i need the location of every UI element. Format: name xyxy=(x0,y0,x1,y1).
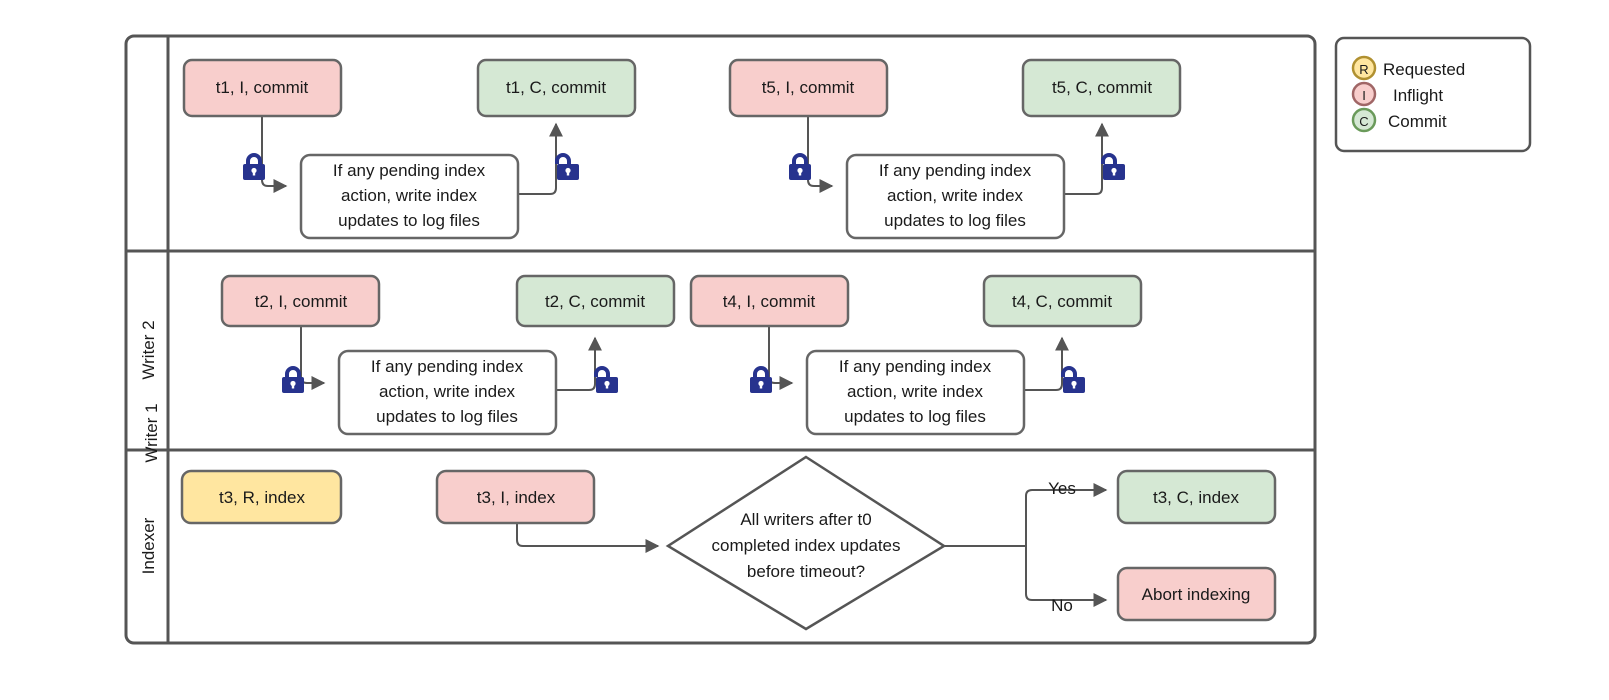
node-indexer-abort[interactable]: Abort indexing xyxy=(1116,566,1277,622)
node-w2-note-2-line-2: action, write index xyxy=(847,382,984,401)
lock-closed-icon xyxy=(750,366,772,393)
node-indexer-abort-box[interactable] xyxy=(1116,566,1277,622)
node-w1-t1-commit[interactable]: t1, C, commit xyxy=(476,58,637,118)
node-w2-t2-commit-label: t2, C, commit xyxy=(545,292,645,311)
connector-indexer-inflight-to-decision xyxy=(516,522,660,553)
connector-w2-note-to-commit xyxy=(557,336,602,391)
edge-label-yes: Yes xyxy=(1048,479,1076,498)
node-w2-t2-commit-box[interactable] xyxy=(515,274,676,328)
legend-label-inflight: Inflight xyxy=(1393,86,1443,105)
lane-label-writer-2: Writer 2 xyxy=(139,320,158,379)
node-indexer-decision-shape[interactable] xyxy=(665,455,947,631)
legend-label-requested: Requested xyxy=(1383,60,1465,79)
node-indexer-t3-requested-box[interactable] xyxy=(180,469,343,525)
connector-w1-inflight2-to-note xyxy=(807,116,834,193)
node-w2-t2-inflight-box[interactable] xyxy=(220,274,381,328)
node-indexer-t3-commit[interactable]: t3, C, index xyxy=(1116,469,1277,525)
node-w2-t2-inflight[interactable]: t2, I, commit xyxy=(220,274,381,328)
lock-open-icon xyxy=(555,153,579,180)
node-indexer-decision-line-1: All writers after t0 xyxy=(740,510,871,529)
node-w2-t4-inflight-label: t4, I, commit xyxy=(723,292,816,311)
node-w1-note-1[interactable]: If any pending index action, write index… xyxy=(299,153,520,240)
node-w2-note-1-line-3: updates to log files xyxy=(376,407,518,426)
lock-open-icon xyxy=(594,366,618,393)
node-w1-note-2[interactable]: If any pending index action, write index… xyxy=(845,153,1066,240)
node-w2-note-1-box[interactable] xyxy=(337,349,558,436)
status-circle-inflight-glyph: I xyxy=(1362,88,1366,103)
node-w2-note-2-line-3: updates to log files xyxy=(844,407,986,426)
legend-item-requested: R Requested xyxy=(1351,55,1465,81)
node-w1-t1-commit-label: t1, C, commit xyxy=(506,78,606,97)
node-w2-note-1-line-2: action, write index xyxy=(379,382,516,401)
status-circle-requested-glyph: R xyxy=(1359,62,1368,77)
node-w1-note-2-line-1: If any pending index xyxy=(879,161,1032,180)
connector-decision-split xyxy=(943,483,1108,607)
node-w2-t4-commit-box[interactable] xyxy=(982,274,1143,328)
node-indexer-t3-requested-label: t3, R, index xyxy=(219,488,305,507)
legend-item-inflight: I Inflight xyxy=(1351,81,1443,107)
status-circle-requested-icon xyxy=(1351,55,1377,81)
node-indexer-t3-inflight[interactable]: t3, I, index xyxy=(435,469,596,525)
node-w1-t1-inflight-box[interactable] xyxy=(182,58,343,118)
node-w2-note-2-line-1: If any pending index xyxy=(839,357,992,376)
node-indexer-t3-inflight-label: t3, I, index xyxy=(477,488,556,507)
legend-panel: R Requested I Inflight C Commit xyxy=(1334,36,1532,153)
status-circle-commit-icon xyxy=(1351,107,1377,133)
lane-label-indexer: Indexer xyxy=(139,517,158,574)
node-w2-t2-commit[interactable]: t2, C, commit xyxy=(515,274,676,328)
lane-label-text-writer-2: Writer 2 xyxy=(139,320,158,379)
lane-label-writer-1: Writer 1 xyxy=(142,403,161,462)
node-w1-t5-inflight-box[interactable] xyxy=(728,58,889,118)
lock-closed-icon xyxy=(243,153,265,180)
status-circle-inflight-icon xyxy=(1351,81,1377,107)
node-w2-note-1[interactable]: If any pending index action, write index… xyxy=(337,349,558,436)
node-w2-t4-inflight-box[interactable] xyxy=(689,274,850,328)
node-w1-t5-commit[interactable]: t5, C, commit xyxy=(1021,58,1182,118)
connector-w1-note2-to-commit xyxy=(1064,122,1109,195)
connector-w1-note-to-commit xyxy=(518,122,563,195)
node-w1-t5-inflight-label: t5, I, commit xyxy=(762,78,855,97)
node-indexer-t3-inflight-box[interactable] xyxy=(435,469,596,525)
node-indexer-abort-label: Abort indexing xyxy=(1142,585,1251,604)
node-w2-note-2-box[interactable] xyxy=(805,349,1026,436)
lock-open-icon xyxy=(1101,153,1125,180)
node-indexer-t3-requested[interactable]: t3, R, index xyxy=(180,469,343,525)
legend-panel-border xyxy=(1334,36,1532,153)
lane-label-text-indexer: Indexer xyxy=(139,517,158,574)
node-w2-note-1-line-1: If any pending index xyxy=(371,357,524,376)
node-w2-t4-commit[interactable]: t4, C, commit xyxy=(982,274,1143,328)
node-indexer-decision-line-3: before timeout? xyxy=(747,562,865,581)
node-w1-note-2-box[interactable] xyxy=(845,153,1066,240)
node-w2-t2-inflight-label: t2, I, commit xyxy=(255,292,348,311)
node-w1-note-1-line-3: updates to log files xyxy=(338,211,480,230)
node-w1-note-1-line-2: action, write index xyxy=(341,186,478,205)
node-w1-note-2-line-2: action, write index xyxy=(887,186,1024,205)
node-w1-t1-inflight-label: t1, I, commit xyxy=(216,78,309,97)
node-w1-t5-commit-box[interactable] xyxy=(1021,58,1182,118)
node-indexer-decision-line-2: completed index updates xyxy=(711,536,900,555)
node-w1-t1-commit-box[interactable] xyxy=(476,58,637,118)
lock-open-icon xyxy=(1061,366,1085,393)
node-w1-t5-commit-label: t5, C, commit xyxy=(1052,78,1152,97)
lock-closed-icon xyxy=(789,153,811,180)
edge-label-no: No xyxy=(1051,596,1073,615)
connector-w2-note2-to-commit xyxy=(1024,336,1069,391)
lock-closed-icon xyxy=(282,366,304,393)
connector-w1-inflight-to-note xyxy=(261,116,288,193)
status-circle-commit-glyph: C xyxy=(1359,114,1368,129)
node-w2-t4-commit-label: t4, C, commit xyxy=(1012,292,1112,311)
node-w2-t4-inflight[interactable]: t4, I, commit xyxy=(689,274,850,328)
node-w1-t5-inflight[interactable]: t5, I, commit xyxy=(728,58,889,118)
node-indexer-t3-commit-label: t3, C, index xyxy=(1153,488,1239,507)
node-w1-note-2-line-3: updates to log files xyxy=(884,211,1026,230)
node-w1-t1-inflight[interactable]: t1, I, commit xyxy=(182,58,343,118)
node-w1-note-1-box[interactable] xyxy=(299,153,520,240)
legend-label-commit: Commit xyxy=(1388,112,1447,131)
legend-item-commit: C Commit xyxy=(1351,107,1447,133)
node-w2-note-2[interactable]: If any pending index action, write index… xyxy=(805,349,1026,436)
node-indexer-t3-commit-box[interactable] xyxy=(1116,469,1277,525)
node-indexer-decision[interactable]: All writers after t0 completed index upd… xyxy=(665,455,947,631)
node-w1-note-1-line-1: If any pending index xyxy=(333,161,486,180)
lane-label-text-writer-1: Writer 1 xyxy=(142,403,161,462)
